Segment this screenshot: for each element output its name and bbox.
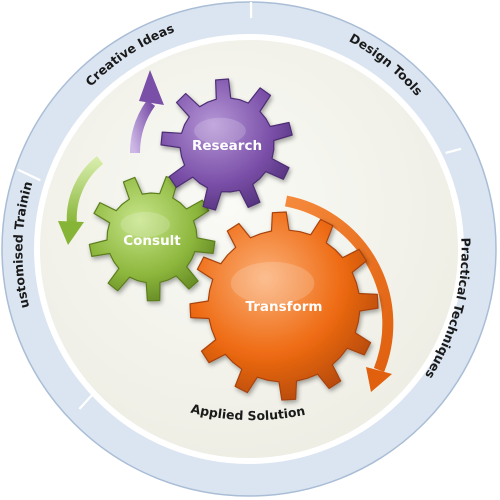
gear-label-research: Research <box>192 138 262 154</box>
cycle-arrow-orange <box>284 195 394 392</box>
gear-transform <box>189 211 379 401</box>
gear-research-body <box>160 78 293 211</box>
gear-consult-highlight <box>120 211 170 238</box>
gear-transform-body <box>189 211 379 401</box>
gear-research <box>160 78 293 211</box>
gear-label-consult: Consult <box>123 233 181 249</box>
gear-label-transform: Transform <box>245 299 322 315</box>
cycle-arrow-green <box>58 156 104 245</box>
cycle-arrow-purple <box>129 70 164 154</box>
gear-transform-highlight <box>230 261 315 305</box>
gear-research-highlight <box>194 117 246 145</box>
